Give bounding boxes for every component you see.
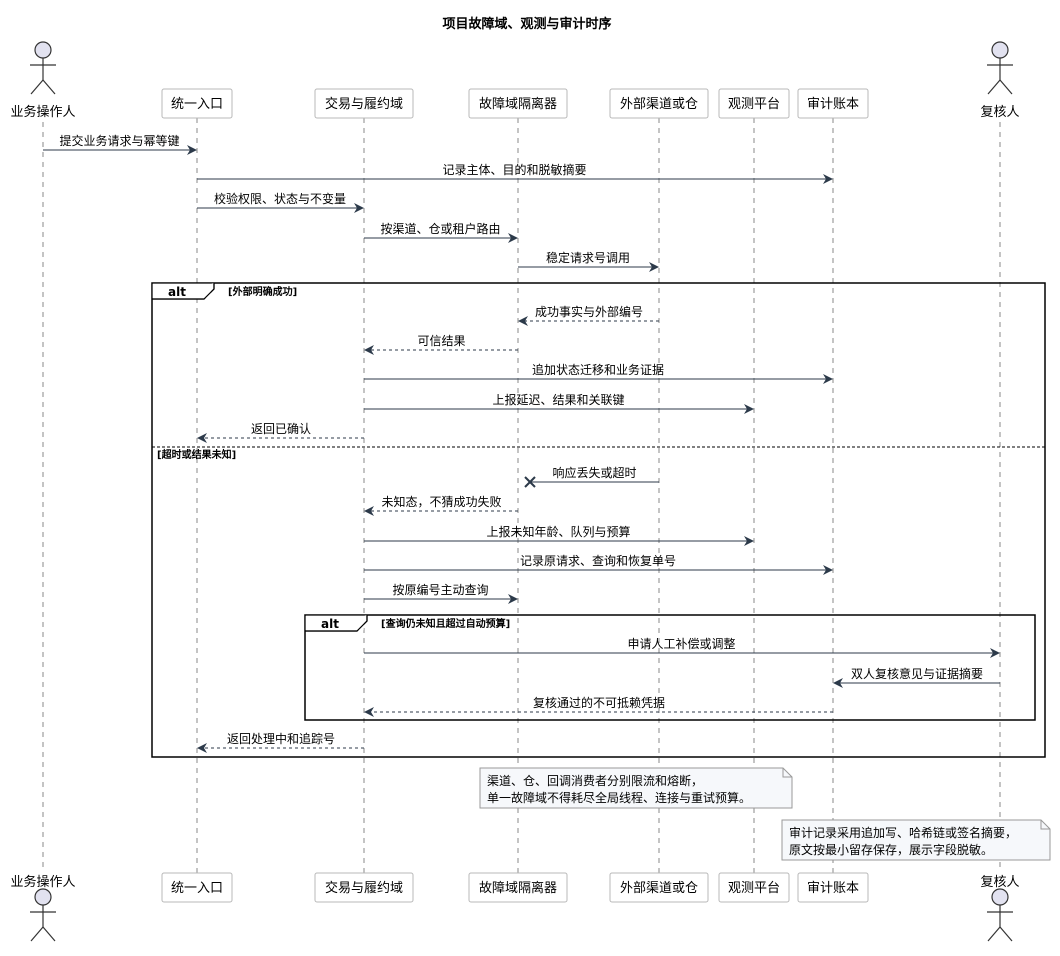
fragment-keyword: alt [321, 617, 339, 631]
message-18: 复核通过的不可抵赖凭据 [364, 695, 833, 717]
message-label: 成功事实与外部编号 [535, 304, 643, 319]
message-4: 按渠道、仓或租户路由 [364, 221, 518, 243]
message-19: 返回处理中和追踪号 [197, 731, 364, 753]
participant-label: 审计账本 [807, 97, 859, 112]
note-line: 渠道、仓、回调消费者分别限流和熔断， [487, 773, 703, 788]
message-label: 申请人工补偿或调整 [627, 636, 735, 651]
messages: 提交业务请求与幂等键记录主体、目的和脱敏摘要校验权限、状态与不变量按渠道、仓或租… [43, 133, 1000, 753]
note-line: 单一故障域不得耗尽全局线程、连接与重试预算。 [487, 790, 751, 805]
actor-rev-top: 复核人 [980, 41, 1020, 120]
participant-label: 统一入口 [171, 97, 223, 112]
participant-label: 交易与履约域 [325, 880, 403, 896]
message-label: 记录原请求、查询和恢复单号 [520, 554, 676, 568]
message-12: 未知态，不猜成功失败 [364, 494, 518, 516]
message-label: 上报延迟、结果和关联键 [492, 392, 624, 407]
participant-label: 复核人 [980, 105, 1019, 120]
actor-icon [34, 888, 52, 906]
actor-icon [34, 41, 52, 59]
message-label: 返回处理中和追踪号 [227, 731, 335, 746]
actor-op-top: 业务操作人 [10, 41, 76, 120]
participant-audit-top: 审计账本 [797, 88, 869, 119]
fragment-keyword: alt [168, 285, 186, 299]
message-14: 记录原请求、查询和恢复单号 [364, 554, 833, 575]
message-11: 响应丢失或超时 [524, 465, 659, 488]
message-label: 稳定请求号调用 [546, 250, 630, 265]
participant-heads: 业务操作人业务操作人统一入口统一入口交易与履约域交易与履约域故障域隔离器故障域隔… [10, 41, 1020, 942]
fragment-guard: [外部明确成功] [228, 285, 297, 298]
message-label: 响应丢失或超时 [552, 465, 636, 480]
note-line: 审计记录采用追加写、哈希链或签名摘要， [789, 825, 1017, 840]
participant-label: 外部渠道或仓 [620, 881, 698, 896]
participant-iso-bottom: 故障域隔离器 [468, 872, 568, 903]
actor-icon [991, 888, 1009, 906]
participant-label: 外部渠道或仓 [620, 97, 698, 112]
diagram-title: 项目故障域、观测与审计时序 [442, 16, 611, 32]
message-6: 成功事实与外部编号 [518, 304, 659, 326]
message-label: 可信结果 [417, 334, 465, 348]
notes: 渠道、仓、回调消费者分别限流和熔断， 单一故障域不得耗尽全局线程、连接与重试预算。… [479, 767, 1051, 861]
note-line: 原文按最小留存保存，展示字段脱敏。 [789, 842, 993, 857]
message-9: 上报延迟、结果和关联键 [364, 392, 754, 414]
message-7: 可信结果 [364, 334, 518, 355]
participant-entry-top: 统一入口 [161, 88, 233, 119]
participant-obs-top: 观测平台 [718, 88, 790, 119]
actor-op-bottom: 业务操作人 [10, 874, 76, 942]
message-15: 按原编号主动查询 [364, 582, 518, 604]
message-5: 稳定请求号调用 [518, 250, 659, 272]
message-label: 提交业务请求与幂等键 [59, 133, 179, 148]
participant-label: 复核人 [980, 875, 1019, 890]
message-8: 追加状态迁移和业务证据 [364, 362, 833, 384]
participant-ext-bottom: 外部渠道或仓 [609, 872, 709, 903]
combined-fragments: alt [外部明确成功] [超时或结果未知] alt [查询仍未知且超过自动预算] [151, 282, 1046, 758]
message-label: 校验权限、状态与不变量 [214, 191, 346, 206]
note-1: 渠道、仓、回调消费者分别限流和熔断， 单一故障域不得耗尽全局线程、连接与重试预算。 [479, 767, 793, 809]
participant-label: 故障域隔离器 [479, 96, 557, 112]
message-label: 按原编号主动查询 [392, 582, 488, 597]
participant-trade-bottom: 交易与履约域 [314, 872, 414, 903]
participant-audit-bottom: 审计账本 [797, 872, 869, 903]
participant-ext-top: 外部渠道或仓 [609, 88, 709, 119]
participant-label: 审计账本 [807, 881, 859, 896]
participant-entry-bottom: 统一入口 [161, 872, 233, 903]
message-10: 返回已确认 [197, 422, 364, 443]
participant-label: 交易与履约域 [325, 96, 403, 112]
fragment-alt-1: alt [查询仍未知且超过自动预算] [304, 614, 1036, 721]
participant-trade-top: 交易与履约域 [314, 88, 414, 119]
message-label: 记录主体、目的和脱敏摘要 [442, 162, 586, 177]
fragment-guard: [查询仍未知且超过自动预算] [381, 617, 510, 630]
message-1: 提交业务请求与幂等键 [43, 133, 197, 155]
message-label: 未知态，不猜成功失败 [381, 494, 501, 509]
message-16: 申请人工补偿或调整 [364, 636, 1000, 658]
message-label: 上报未知年龄、队列与预算 [486, 524, 630, 539]
note-2: 审计记录采用追加写、哈希链或签名摘要， 原文按最小留存保存，展示字段脱敏。 [781, 819, 1051, 861]
message-label: 双人复核意见与证据摘要 [851, 666, 983, 681]
message-3: 校验权限、状态与不变量 [197, 191, 364, 213]
participant-iso-top: 故障域隔离器 [468, 88, 568, 119]
message-label: 追加状态迁移和业务证据 [532, 362, 664, 377]
message-13: 上报未知年龄、队列与预算 [364, 524, 754, 546]
participant-label: 业务操作人 [10, 874, 75, 890]
message-label: 按渠道、仓或租户路由 [380, 221, 500, 236]
participant-label: 观测平台 [728, 97, 780, 112]
fragment-else-guard: [超时或结果未知] [157, 448, 236, 461]
participant-label: 故障域隔离器 [479, 880, 557, 896]
message-label: 复核通过的不可抵赖凭据 [533, 695, 665, 710]
participant-label: 观测平台 [728, 881, 780, 896]
message-label: 返回已确认 [251, 422, 311, 436]
message-17: 双人复核意见与证据摘要 [833, 666, 1000, 688]
lifelines [42, 118, 1001, 873]
message-2: 记录主体、目的和脱敏摘要 [197, 162, 833, 184]
actor-rev-bottom: 复核人 [980, 875, 1020, 942]
actor-icon [991, 41, 1009, 59]
participant-label: 统一入口 [171, 881, 223, 896]
participant-obs-bottom: 观测平台 [718, 872, 790, 903]
fragment-alt-0: alt [外部明确成功] [超时或结果未知] [151, 282, 1046, 758]
participant-label: 业务操作人 [10, 104, 75, 120]
